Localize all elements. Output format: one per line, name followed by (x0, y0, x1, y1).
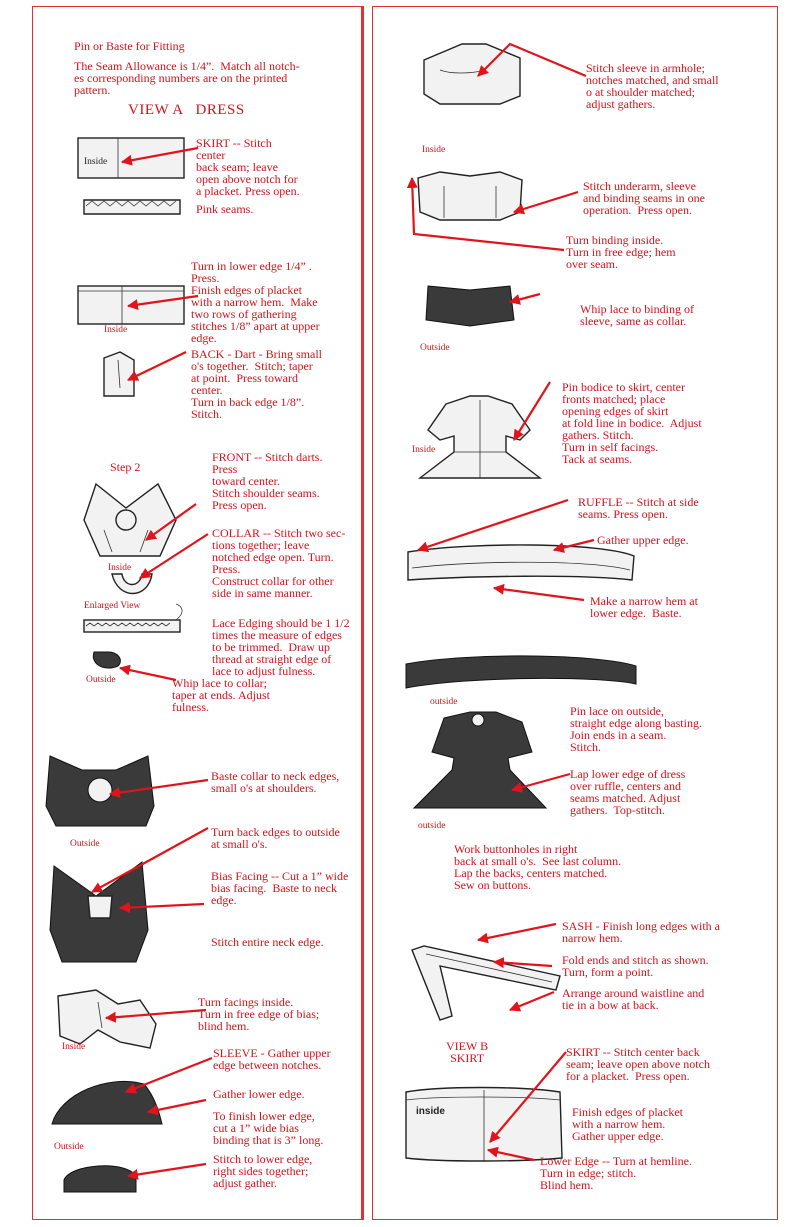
gather-lower-instruction: Gather lower edge. (213, 1087, 305, 1101)
inside-label-armhole: Inside (422, 145, 446, 155)
front-instruction: FRONT -- Stitch darts. Press toward cent… (212, 450, 323, 512)
stitch-neck-instruction: Stitch entire neck edge. (211, 935, 324, 949)
finish-placket-instruction: Finish edges of placket with a narrow he… (572, 1105, 683, 1143)
skirt-view-b-sketch (405, 1086, 563, 1162)
skirt-instruction: SKIRT -- Stitch center back seam; leave … (196, 136, 300, 198)
lower-edge-instruction: Lower Edge -- Turn at hemline. Turn in e… (540, 1154, 692, 1192)
back-dart-instruction: BACK - Dart - Bring small o's together. … (191, 347, 322, 421)
left-column-frame (32, 6, 362, 1220)
inside-label-skirt: Inside (84, 157, 108, 167)
bias-facing-sketch (49, 861, 149, 963)
bias-facing-instruction: Bias Facing -- Cut a 1” wide bias facing… (211, 869, 349, 907)
whip-lace-sleeve-instruction: Whip lace to binding of sleeve, same as … (580, 302, 694, 328)
inside-label-facings: Inside (62, 1042, 86, 1052)
sleeve-in-armhole-sketch (423, 43, 521, 105)
pin-lace-instruction: Pin lace on outside, straight edge along… (570, 704, 702, 754)
outside-label-sleeve: Outside (54, 1142, 84, 1152)
arrange-instruction: Arrange around waistline and tie in a bo… (562, 986, 705, 1012)
collar-instruction: COLLAR -- Stitch two sec- tions together… (212, 526, 346, 600)
sleeve-lace-sketch (425, 285, 515, 327)
inside-label-gather: Inside (104, 325, 128, 335)
step-2-label: Step 2 (110, 460, 141, 474)
pin-bodice-instruction: Pin bodice to skirt, center fronts match… (562, 380, 702, 466)
ruffle-lace-sketch (405, 655, 637, 689)
finish-lower-instruction: To finish lower edge, cut a 1” wide bias… (213, 1109, 324, 1147)
buttonholes-instruction: Work buttonholes in right back at small … (454, 842, 622, 892)
ruffle-sketch (407, 544, 635, 581)
dress-bodice-skirt-sketch (417, 395, 543, 479)
column-divider (362, 6, 364, 1220)
turn-lower-edge-instruction: Turn in lower edge 1/4” . Press. Finish … (191, 259, 320, 345)
bodice-collar-basted-sketch (45, 755, 155, 827)
right-column-frame (372, 6, 778, 1220)
back-dart-sketch (103, 351, 135, 397)
pink-seams-instruction: Pink seams. (196, 202, 254, 216)
narrow-hem-instruction: Make a narrow hem at lower edge. Baste. (590, 594, 698, 620)
view-b-title: VIEW B SKIRT (446, 1039, 489, 1065)
sleeve-binding-sketch (63, 1165, 137, 1193)
lace-edging-instruction: Lace Edging should be 1 1/2 times the me… (212, 616, 350, 678)
enlarged-view-label: Enlarged View (84, 601, 141, 611)
underarm-instruction: Stitch underarm, sleeve and binding seam… (583, 179, 705, 217)
outside-label-collar: Outside (70, 839, 100, 849)
baste-collar-instruction: Baste collar to neck edges, small o's at… (211, 769, 340, 795)
whip-lace-collar-instruction: Whip lace to collar; taper at ends. Adju… (172, 676, 270, 714)
inside-label-bodice: Inside (412, 445, 436, 455)
gather-upper-instruction: Gather upper edge. (597, 533, 689, 547)
outside-label-ruffle: outside (430, 697, 458, 707)
collar-piece-sketch (111, 573, 153, 595)
inside-label-front: Inside (108, 563, 132, 573)
view-a-title: VIEW A DRESS (128, 102, 245, 118)
pin-baste-heading: Pin or Baste for Fitting (74, 39, 185, 53)
fold-ends-instruction: Fold ends and stitch as shown. Turn, for… (562, 953, 709, 979)
pointer-arrows (91, 42, 595, 1180)
sleeve-instruction: SLEEVE - Gather upper edge between notch… (213, 1046, 331, 1072)
skirt-b-instruction: SKIRT -- Stitch center back seam; leave … (566, 1045, 710, 1083)
front-bodice-sketch (83, 482, 177, 557)
sash-instruction: SASH - Finish long edges with a narrow h… (562, 919, 721, 945)
outside-label-dress: outside (418, 821, 446, 831)
seam-allowance-note: The Seam Allowance is 1/4”. Match all no… (74, 59, 300, 97)
outside-label-lace: Outside (86, 675, 116, 685)
outside-label-sleeve-lace: Outside (420, 343, 450, 353)
finished-dress-sketch (412, 711, 548, 809)
inside-label-skirt-b: inside (416, 1106, 445, 1117)
ruffle-instruction: RUFFLE -- Stitch at side seams. Press op… (578, 495, 699, 521)
lace-edging-sketch (83, 603, 183, 633)
turn-back-edges-instruction: Turn back edges to outside at small o's. (211, 825, 340, 851)
turn-binding-instruction: Turn binding inside. Turn in free edge; … (566, 233, 676, 271)
lap-lower-instruction: Lap lower edge of dress over ruffle, cen… (570, 767, 686, 817)
collar-with-lace-sketch (92, 651, 121, 669)
underarm-seam-sketch (417, 171, 523, 221)
sash-sketch (411, 945, 561, 1021)
sleeve-gather-sketch (51, 1080, 163, 1125)
turn-facings-instruction: Turn facings inside. Turn in free edge o… (198, 995, 320, 1033)
sleeve-armhole-instruction: Stitch sleeve in armhole; notches matche… (586, 61, 719, 111)
pinked-seam-sketch (83, 199, 181, 215)
stitch-lower-instruction: Stitch to lower edge, right sides togeth… (213, 1152, 313, 1190)
